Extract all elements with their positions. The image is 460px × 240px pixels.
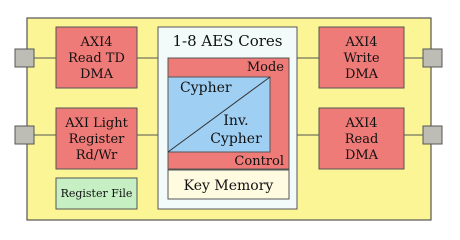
cypher-diagonal xyxy=(167,76,271,153)
axi-write-dma-line-2: Write xyxy=(343,51,379,66)
axi-read-dma-line-2: Read xyxy=(345,132,379,147)
control-label: Control xyxy=(234,154,284,169)
port-right-bottom xyxy=(422,125,443,145)
axi-read-td-dma-line-2: Read TD xyxy=(68,51,125,66)
axi-read-dma-line-3: DMA xyxy=(345,148,379,163)
axi-light-register-block xyxy=(55,107,138,170)
register-file-block xyxy=(55,177,138,210)
inv-cypher-line-1: Inv. xyxy=(223,113,248,129)
port-left-top xyxy=(14,48,35,68)
axi-light-register-line-2: Register xyxy=(69,132,126,147)
key-memory-block xyxy=(167,169,290,200)
aes-architecture-diagram: AXI4 Read TD DMA AXI Light Register Rd/W… xyxy=(14,17,443,221)
diagram-canvas: AXI4 Read TD DMA AXI Light Register Rd/W… xyxy=(14,17,443,221)
axi-light-register-line-1: AXI Light xyxy=(64,116,128,131)
axi-write-dma-line-1: AXI4 xyxy=(344,35,377,50)
port-right-top xyxy=(422,48,443,68)
register-file-label: Register File xyxy=(61,187,133,200)
axi-read-dma-line-1: AXI4 xyxy=(344,116,377,131)
axi-write-dma-line-3: DMA xyxy=(345,67,379,82)
axi-light-register-line-3: Rd/Wr xyxy=(76,148,118,163)
cypher-label: Cypher xyxy=(180,80,232,96)
axi-read-td-dma-line-1: AXI4 xyxy=(79,35,112,50)
axi-read-td-dma-block xyxy=(55,26,138,89)
axi-read-dma-block xyxy=(318,107,405,170)
aes-cores-title: 1-8 AES Cores xyxy=(172,32,282,50)
inv-cypher-line-2: Cypher xyxy=(210,131,262,147)
key-memory-label: Key Memory xyxy=(184,178,274,194)
axi-write-dma-block xyxy=(318,26,405,89)
port-left-bottom xyxy=(14,125,35,145)
mode-label: Mode xyxy=(247,60,284,75)
axi-read-td-dma-line-3: DMA xyxy=(80,67,114,82)
